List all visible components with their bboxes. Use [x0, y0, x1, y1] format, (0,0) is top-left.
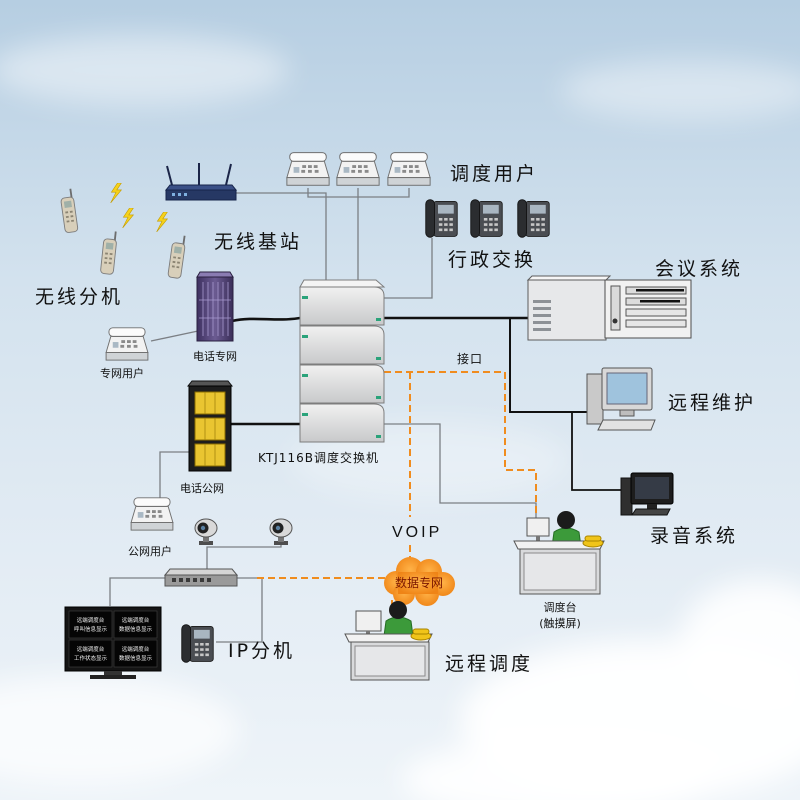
admin-exchange-link: [384, 238, 433, 299]
public-network-label: 电话公网: [180, 482, 224, 495]
conference-system-label: 会议系统: [655, 258, 743, 280]
ip-phone-icon: [181, 624, 214, 663]
voip-label: VOIP: [392, 524, 442, 541]
recording-system-computer-icon: [620, 472, 674, 516]
monitor-panel-text: 数据信息显示: [119, 625, 153, 633]
base-station-link: [233, 192, 327, 284]
admin-phone-icon: [470, 199, 503, 238]
data-network-label: 数据专网: [395, 575, 443, 590]
monitor-link: [109, 577, 165, 606]
public-user-label: 公网用户: [128, 544, 172, 558]
dispatch-phone-icon: [336, 152, 380, 186]
private-user-phone-icon: [105, 327, 149, 361]
camera-link: [206, 545, 282, 570]
public-network-rack-icon: [186, 380, 234, 472]
dispatch-switch-icon: [299, 279, 386, 443]
data-network-cloud-icon: [384, 557, 455, 606]
dispatch-console-icon: [513, 511, 605, 595]
remote-maintenance-label: 远程维护: [668, 392, 756, 414]
remote-maintenance-computer-icon: [586, 367, 656, 431]
monitor-panel-text: 数据信息显示: [119, 654, 153, 662]
recording-trunk: [571, 412, 622, 491]
network-switch-icon: [163, 568, 239, 587]
remote-maint-trunk: [509, 318, 590, 413]
conference-system-icon: [526, 275, 692, 341]
recording-system-label: 录音系统: [650, 525, 738, 547]
wireless-extension-label: 无线分机: [35, 286, 123, 308]
private-net-trunk: [231, 316, 301, 323]
wireless-base-station-icon: [164, 163, 238, 201]
dispatch-phone-icon: [387, 152, 431, 186]
dispatch-phone-icon: [286, 152, 330, 186]
private-network-label: 电话专网: [193, 349, 237, 363]
display-monitor-icon: [64, 606, 162, 679]
wireless-base-label: 无线基站: [214, 231, 302, 253]
monitor-panel-text: 工作状态显示: [74, 654, 108, 662]
monitor-panel-text: 呼叫信息显示: [74, 625, 108, 633]
ip-extension-label: IP分机: [228, 640, 295, 662]
private-network-rack-icon: [196, 271, 234, 342]
private-user-link: [150, 330, 199, 342]
interface-dashed-link: [384, 371, 537, 517]
monitor-panel-text: 远端调度台: [77, 645, 105, 653]
dispatch-switch-label: KTJ116B调度交换机: [258, 450, 379, 465]
interface-label: 接口: [457, 351, 483, 366]
monitor-panel-text: 远端调度台: [122, 616, 150, 624]
public-user-link: [159, 451, 190, 498]
ip-phone-link: [216, 577, 263, 643]
remote-dispatch-label: 远程调度: [445, 653, 533, 675]
trunk-links: [230, 316, 622, 491]
monitor-panel-text: 远端调度台: [122, 645, 150, 653]
remote-dispatch-desk-icon: [344, 601, 433, 681]
monitor-panel-text: 远端调度台: [77, 616, 105, 624]
dispatch-console-sublabel: (触摸屏): [539, 616, 581, 630]
dispatch-users-label: 调度用户: [450, 163, 538, 185]
private-user-label: 专网用户: [100, 366, 144, 380]
dispatch-console-label: 调度台: [544, 600, 577, 614]
admin-phone-icon: [517, 199, 550, 238]
admin-exchange-label: 行政交换: [448, 249, 536, 271]
public-user-phone-icon: [130, 497, 174, 531]
admin-phone-icon: [425, 199, 458, 238]
